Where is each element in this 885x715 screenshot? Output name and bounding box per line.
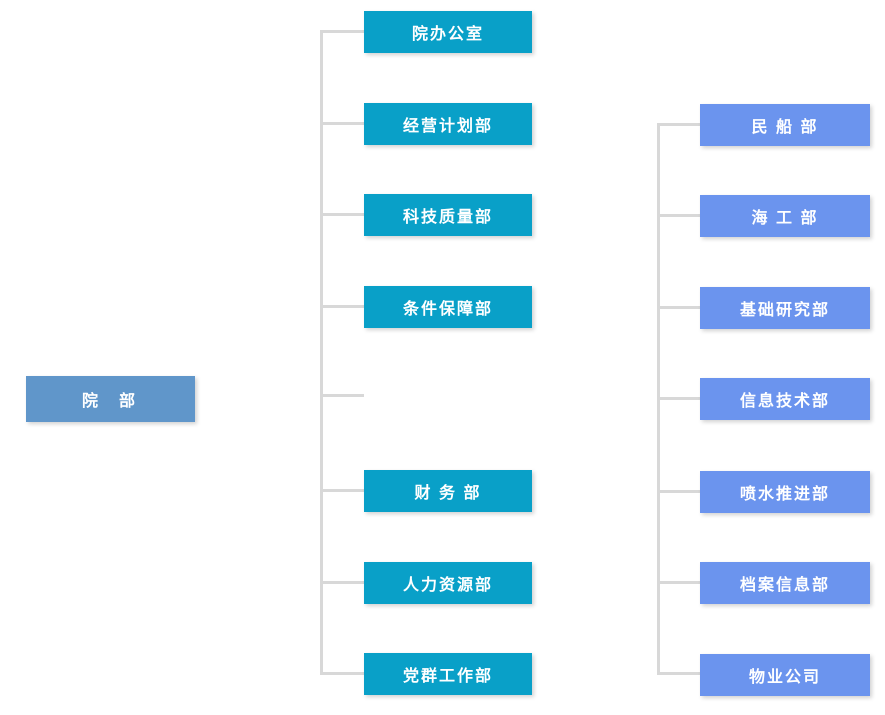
org-node-human-resources[interactable]: 人力资源部 [364,562,532,604]
connector-stub-right-3 [657,306,700,309]
org-node-information-tech[interactable]: 信息技术部 [700,378,870,420]
org-node-basic-research[interactable]: 基础研究部 [700,287,870,329]
org-node-root[interactable]: 院 部 [26,376,195,422]
connector-stub-middle-6 [320,581,364,584]
connector-stub-right-5 [657,490,700,493]
org-node-institute-office[interactable]: 院办公室 [364,11,532,53]
connector-stub-right-1 [657,123,700,126]
org-node-archive-info[interactable]: 档案信息部 [700,562,870,604]
connector-stub-middle-7 [320,672,364,675]
connector-stub-right-2 [657,214,700,217]
connector-middle-trunk [320,30,323,675]
org-node-condition-support[interactable]: 条件保障部 [364,286,532,328]
connector-stub-middle-1 [320,30,364,33]
connector-stub-middle-5 [320,489,364,492]
org-node-property-company[interactable]: 物业公司 [700,654,870,696]
connector-stub-middle-2 [320,122,364,125]
org-node-finance[interactable]: 财 务 部 [364,470,532,512]
connector-stub-right-6 [657,581,700,584]
org-node-offshore[interactable]: 海 工 部 [700,195,870,237]
org-node-party-mass-work[interactable]: 党群工作部 [364,653,532,695]
connector-stub-empty [320,394,364,397]
connector-stub-middle-3 [320,213,364,216]
org-node-waterjet-propulsion[interactable]: 喷水推进部 [700,471,870,513]
org-node-tech-quality[interactable]: 科技质量部 [364,194,532,236]
connector-stub-right-7 [657,672,700,675]
connector-stub-right-4 [657,397,700,400]
org-node-business-planning[interactable]: 经营计划部 [364,103,532,145]
connector-stub-middle-4 [320,305,364,308]
org-node-civil-ship[interactable]: 民 船 部 [700,104,870,146]
